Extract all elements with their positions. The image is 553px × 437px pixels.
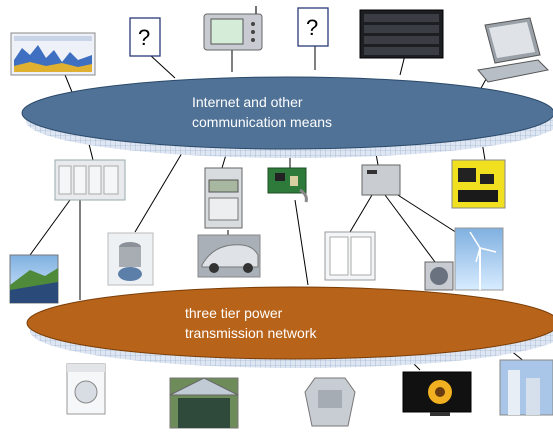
- refrigerator-image: [324, 231, 376, 281]
- internet-ellipse: [21, 76, 553, 150]
- link-pump-internet: [134, 147, 186, 233]
- unknown-device-1: ?: [129, 17, 161, 57]
- office-building-image: [499, 359, 553, 416]
- transformer-image: [304, 377, 356, 427]
- fan-unit-image: [424, 261, 454, 291]
- power-label-line1: three tier power: [185, 305, 283, 321]
- heat-pump-image: [107, 232, 154, 286]
- communication-board-image: [267, 167, 308, 203]
- unknown-device-2-mark: ?: [306, 15, 318, 40]
- gateway-box-image: [361, 164, 401, 196]
- power-ellipse-group: three tier power transmission network: [26, 286, 553, 368]
- din-rail-modules-image: [54, 159, 126, 201]
- car-image: [197, 234, 261, 278]
- link-din-solar: [29, 199, 71, 256]
- unknown-device-1-mark: ?: [138, 25, 150, 50]
- electricity-meter-image: [204, 167, 243, 229]
- wind-turbine-image: [454, 227, 504, 291]
- poster-image: [451, 159, 506, 209]
- link-box-fridge: [349, 194, 373, 233]
- greenhouse-building-image: [169, 377, 239, 429]
- server-rack-image: [359, 9, 444, 59]
- laptop-image: [477, 17, 550, 83]
- link-box-fan: [384, 194, 436, 263]
- solar-panel-image: [9, 254, 59, 304]
- internet-label-line1: Internet and other: [192, 94, 303, 110]
- washing-machine-image: [66, 363, 106, 415]
- internet-label-line2: communication means: [192, 114, 332, 130]
- link-q1-internet: [149, 54, 176, 79]
- smart-meter-display-image: [203, 6, 263, 51]
- unknown-device-2: ?: [297, 7, 329, 47]
- television-image: [402, 371, 472, 416]
- power-ellipse: [26, 286, 553, 360]
- internet-ellipse-group: Internet and other communication means: [21, 76, 553, 158]
- chart-screenshot-image: [10, 32, 96, 76]
- link-board-power: [294, 199, 309, 286]
- power-label-line2: transmission network: [185, 325, 317, 341]
